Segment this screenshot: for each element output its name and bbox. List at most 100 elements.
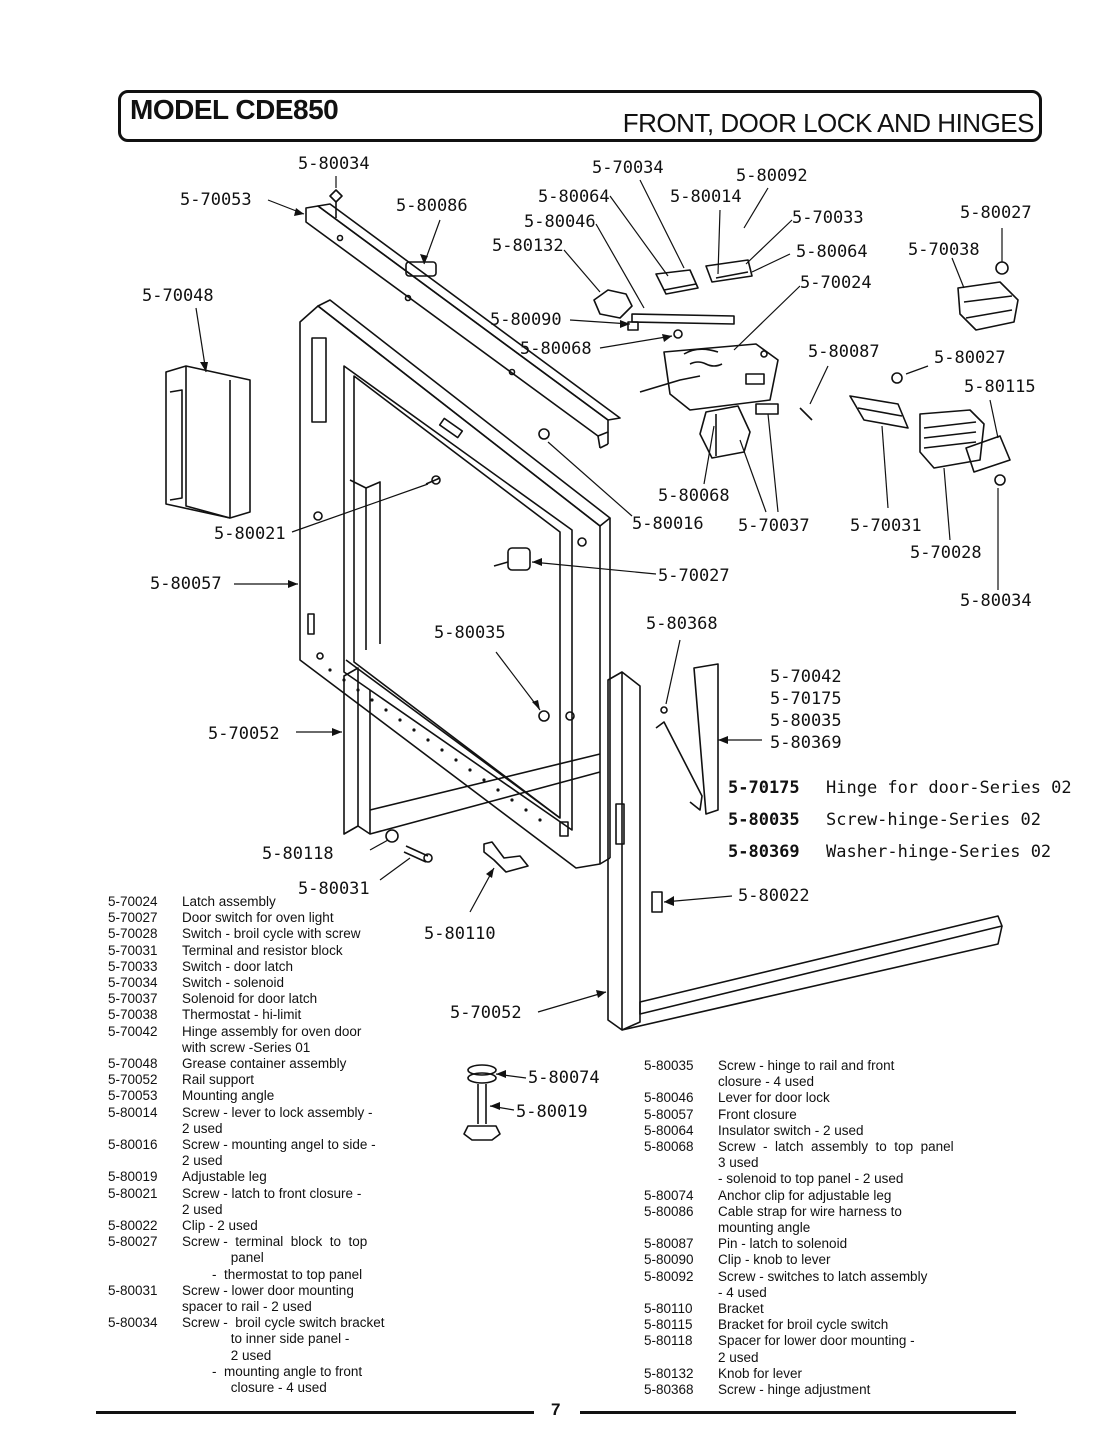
callout-label: 5-80035 (434, 623, 506, 643)
callout-label: 5-80031 (298, 879, 370, 899)
rail-support-right-part (607, 671, 1003, 1031)
legend-part-number: 5-80087 (644, 1236, 694, 1252)
callout-label: 5-70042 (770, 667, 842, 687)
legend-part-desc: Screw - broil cycle switch bracket (182, 1315, 385, 1331)
callout-label: 5-80086 (396, 196, 468, 216)
footer-rule-right (580, 1411, 1016, 1414)
legend-part-desc: Latch assembly (182, 894, 276, 909)
broil-switch-part (919, 409, 985, 469)
legend-part-number: 5-70027 (108, 910, 158, 926)
legend-part-number: 5-80022 (108, 1218, 158, 1234)
legend-part-desc: Screw - hinge adjustment (718, 1382, 871, 1398)
rail-support-part (343, 667, 601, 835)
legend-part-number: 5-80092 (644, 1268, 694, 1284)
callout-label: 5-80046 (524, 212, 596, 232)
legend-part-desc: - mounting angle to front (182, 1363, 363, 1379)
switch-solenoid-part (655, 269, 699, 295)
legend-part-number: 5-70052 (108, 1072, 158, 1088)
legend-row: mounting angle (644, 1220, 954, 1236)
series-part-number: 5-70175 (728, 778, 800, 798)
legend-part-number (108, 1364, 182, 1380)
legend-part-desc: Adjustable leg (182, 1169, 267, 1185)
legend-part-number: 5-80068 (644, 1139, 694, 1155)
legend-part-desc: Solenoid for door latch (182, 991, 318, 1007)
broil-bracket-part (965, 435, 1011, 473)
thermostat-part (957, 261, 1019, 331)
callout-label: 5-80057 (150, 574, 222, 594)
legend-part-desc: Screw - switches to latch assembly (718, 1268, 928, 1284)
legend-row: 2 used (108, 1153, 385, 1169)
callout-label: 5-80115 (964, 377, 1036, 397)
legend-part-desc: 2 used (182, 1120, 223, 1136)
callout-label: 5-70024 (800, 273, 872, 293)
legend-part-desc: Mounting angle (182, 1088, 275, 1104)
legend-part-desc: panel (182, 1250, 264, 1266)
legend-part-number: 5-70028 (108, 926, 158, 942)
legend-part-desc: Hinge assembly for oven door (182, 1023, 362, 1039)
legend-part-number: 5-80031 (108, 1282, 158, 1298)
callout-label: 5-80369 (770, 733, 842, 753)
legend-part-number: 5-70033 (108, 958, 158, 974)
legend-part-number: 5-80046 (644, 1090, 694, 1106)
legend-part-desc: Clip - knob to lever (718, 1252, 831, 1268)
legend-part-desc: closure - 4 used (182, 1380, 327, 1396)
grease-container-part (165, 365, 251, 519)
legend-part-number: 5-70053 (108, 1088, 158, 1104)
legend-row: - 4 used (644, 1285, 954, 1301)
legend-part-desc: Rail support (182, 1072, 255, 1088)
screw-part-c (891, 372, 903, 384)
legend-part-desc: Grease container assembly (182, 1056, 347, 1072)
legend-part-desc: Bracket for broil cycle switch (718, 1317, 889, 1333)
callout-label: 5-80090 (490, 310, 562, 330)
legend-part-desc: - 4 used (718, 1284, 767, 1300)
legend-part-number: 5-70048 (108, 1056, 158, 1072)
legend-part-desc: Thermostat - hi-limit (182, 1007, 302, 1023)
legend-row: - mounting angle to front (108, 1364, 385, 1380)
legend-row: - thermostat to top panel (108, 1267, 385, 1283)
callout-label: 5-80021 (214, 524, 286, 544)
callout-label: 5-80035 (770, 711, 842, 731)
callout-label: 5-80027 (960, 203, 1032, 223)
legend-part-number: 5-80110 (644, 1301, 693, 1317)
callout-label: 5-80064 (796, 242, 868, 262)
legend-part-number: 5-70024 (108, 894, 158, 909)
callout-label: 5-80110 (424, 924, 496, 944)
legend-row: 5-80115 Bracket for broil cycle switch (644, 1317, 954, 1333)
legend-part-desc: Screw - hinge to rail and front (718, 1058, 895, 1073)
legend-part-desc: Switch - broil cycle with screw (182, 926, 361, 942)
legend-row: 5-70048 Grease container assembly (108, 1056, 385, 1072)
legend-part-number (644, 1155, 718, 1171)
legend-part-desc: Clip - 2 used (182, 1218, 258, 1234)
legend-row: 5-80022 Clip - 2 used (108, 1218, 385, 1234)
legend-row: closure - 4 used (644, 1074, 954, 1090)
adjustable-leg-part (463, 1064, 501, 1141)
page-number: 7 (551, 1400, 561, 1419)
legend-part-number: 5-80115 (644, 1317, 693, 1333)
clip-part-b (651, 891, 663, 913)
legend-part-number: 5-70038 (108, 1007, 158, 1023)
legend-row: 5-70028 Switch - broil cycle with screw (108, 926, 385, 942)
legend-row: panel (108, 1250, 385, 1266)
legend-part-desc: Pin - latch to solenoid (718, 1236, 848, 1252)
legend-row: 5-70024 Latch assembly (108, 894, 385, 910)
legend-part-desc: Screw - lever to lock assembly - (182, 1104, 373, 1120)
switch-door-latch-part (705, 259, 753, 283)
callout-label: 5-80068 (658, 486, 730, 506)
legend-part-number: 5-70037 (108, 991, 158, 1007)
callout-label: 5-70052 (450, 1003, 522, 1023)
legend-part-desc: spacer to rail - 2 used (182, 1299, 312, 1315)
legend-part-desc: Screw - terminal block to top (182, 1234, 368, 1250)
legend-row: 3 used (644, 1155, 954, 1171)
legend-part-number (108, 1250, 182, 1266)
legend-row: 2 used (108, 1202, 385, 1218)
legend-part-desc: Terminal and resistor block (182, 942, 343, 958)
